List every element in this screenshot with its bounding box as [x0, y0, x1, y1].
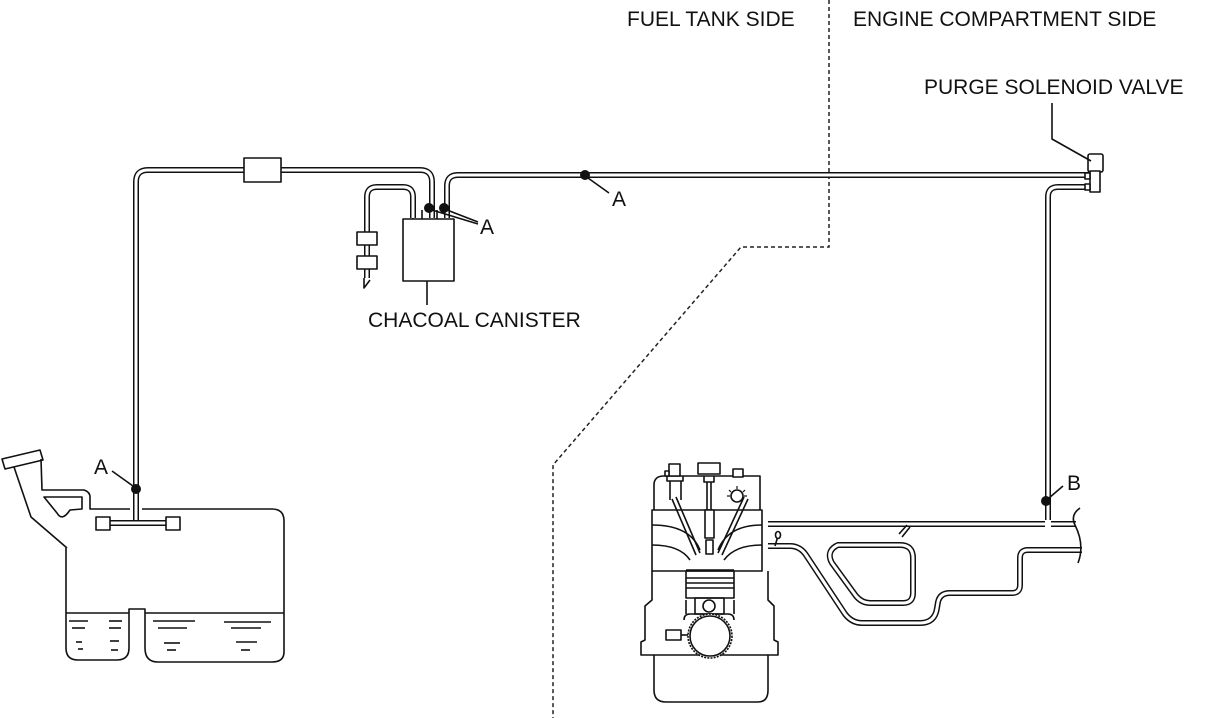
callout-a-tank [111, 470, 141, 494]
region-divider [552, 0, 830, 718]
purge-solenoid-valve-label: PURGE SOLENOID VALVE [924, 76, 1183, 99]
pipe-purge-valve-to-intake [1045, 184, 1092, 520]
callout-a-line-label: A [612, 188, 626, 211]
fuel-tank-side-label: FUEL TANK SIDE [627, 8, 795, 31]
purge-solenoid-valve [1051, 103, 1104, 193]
callout-a-canister [424, 203, 479, 225]
callout-a-tank-label: A [94, 456, 108, 479]
pipe-tank-to-canister [133, 167, 435, 520]
fuel-tank [1, 449, 285, 663]
callout-b-engine-label: B [1067, 472, 1081, 495]
engine [640, 462, 779, 703]
vent-filter-upper [356, 231, 378, 246]
callout-a-line [580, 170, 610, 194]
pipe-junction [1045, 521, 1051, 527]
callout-b-engine [1041, 485, 1064, 506]
charcoal-canister [402, 210, 455, 305]
fitting-right-2 [901, 526, 911, 538]
fitting-right [898, 524, 908, 535]
charcoal-canister-label: CHACOAL CANISTER [368, 309, 581, 332]
pipe-canister-air-vent [364, 184, 416, 278]
pipe-intake-lower [768, 543, 1082, 626]
fitting-left-head [774, 530, 782, 540]
break-symbol [1072, 507, 1082, 564]
pipe-intake-loop [826, 542, 916, 606]
pipe-canister-to-purge-valve [444, 172, 1092, 218]
vent-filter-lower [356, 255, 378, 270]
engine-compartment-side-label: ENGINE COMPARTMENT SIDE [853, 8, 1156, 31]
vent-tip [363, 278, 371, 289]
callout-a-canister-label: A [480, 216, 494, 239]
inline-filter [243, 157, 282, 183]
